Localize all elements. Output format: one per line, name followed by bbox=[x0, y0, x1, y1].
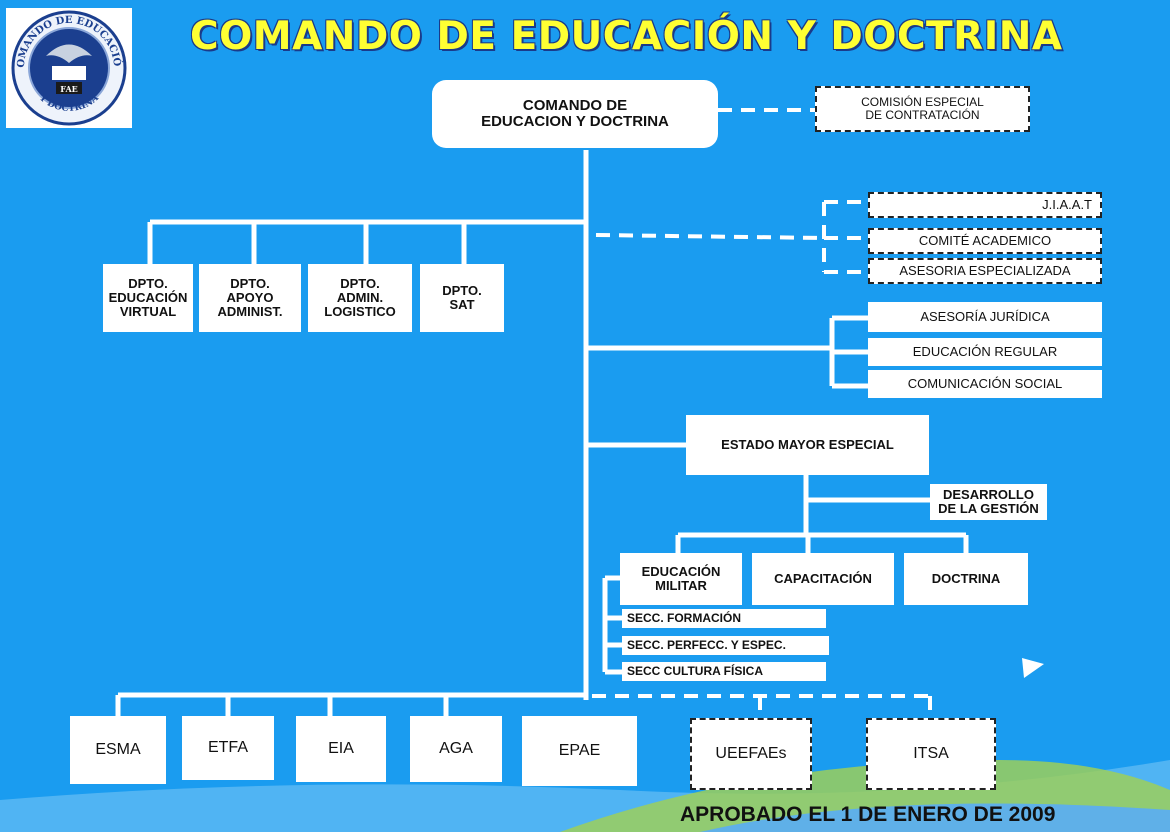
node-label: SECC. PERFECC. Y ESPEC. bbox=[627, 637, 786, 652]
node-estado-mayor: ESTADO MAYOR ESPECIAL bbox=[686, 415, 929, 475]
node-secc-perfecc: SECC. PERFECC. Y ESPEC. bbox=[622, 636, 829, 655]
node-aga: AGA bbox=[410, 716, 502, 782]
node-desarrollo-gestion: DESARROLLO DE LA GESTIÓN bbox=[930, 484, 1047, 520]
node-asesoria-juridica: ASESORÍA JURÍDICA bbox=[868, 302, 1102, 332]
node-label: DOCTRINA bbox=[931, 570, 1001, 586]
node-dpto-sat: DPTO. SAT bbox=[420, 264, 504, 332]
node-label: AGA bbox=[439, 740, 473, 758]
node-epae: EPAE bbox=[522, 716, 637, 786]
node-capacitacion: CAPACITACIÓN bbox=[752, 553, 894, 605]
node-label: COMUNICACIÓN SOCIAL bbox=[907, 375, 1063, 391]
node-label: DPTO. SAT bbox=[442, 282, 482, 312]
node-label: COMITÉ ACADEMICO bbox=[918, 232, 1052, 248]
page-title: COMANDO DE EDUCACIÓN Y DOCTRINA bbox=[190, 14, 1063, 59]
node-label: ESMA bbox=[95, 741, 141, 759]
node-asesoria-especializada: ASESORIA ESPECIALIZADA bbox=[868, 258, 1102, 284]
node-comando: COMANDO DE EDUCACION Y DOCTRINA bbox=[432, 80, 718, 148]
node-educacion-regular: EDUCACIÓN REGULAR bbox=[868, 338, 1102, 366]
node-label: SECC. FORMACIÓN bbox=[627, 610, 741, 625]
node-label: ASESORIA ESPECIALIZADA bbox=[899, 262, 1071, 278]
eagle-icon bbox=[46, 44, 92, 63]
node-secc-formacion: SECC. FORMACIÓN bbox=[622, 609, 826, 628]
node-eia: EIA bbox=[296, 716, 386, 782]
approval-footer: APROBADO EL 1 DE ENERO DE 2009 bbox=[680, 803, 1056, 826]
node-educacion-militar: EDUCACIÓN MILITAR bbox=[620, 553, 742, 605]
node-label: COMANDO DE EDUCACION Y DOCTRINA bbox=[481, 96, 669, 130]
node-label: SECC CULTURA FÍSICA bbox=[627, 663, 763, 678]
node-label: EDUCACIÓN MILITAR bbox=[641, 563, 721, 593]
node-label: ITSA bbox=[913, 745, 949, 763]
node-jiaat: J.I.A.A.T bbox=[868, 192, 1102, 218]
node-label: EDUCACIÓN REGULAR bbox=[912, 343, 1058, 359]
node-label: CAPACITACIÓN bbox=[774, 570, 872, 586]
node-esma: ESMA bbox=[70, 716, 166, 784]
node-itsa: ITSA bbox=[866, 718, 996, 790]
wave-blue bbox=[700, 803, 1170, 832]
svg-text:FAE: FAE bbox=[60, 84, 78, 94]
node-secc-cultura-fisica: SECC CULTURA FÍSICA bbox=[622, 662, 826, 681]
node-dpto-educacion-virtual: DPTO. EDUCACIÓN VIRTUAL bbox=[103, 264, 193, 332]
node-label: DESARROLLO DE LA GESTIÓN bbox=[938, 486, 1039, 516]
node-label: DPTO. ADMIN. LOGISTICO bbox=[324, 275, 396, 320]
node-label: DPTO. EDUCACIÓN VIRTUAL bbox=[108, 275, 188, 320]
node-label: COMISIÓN ESPECIAL DE CONTRATACIÓN bbox=[861, 94, 984, 122]
node-comision: COMISIÓN ESPECIAL DE CONTRATACIÓN bbox=[815, 86, 1030, 132]
node-label: DPTO. APOYO ADMINIST. bbox=[217, 275, 283, 320]
node-etfa: ETFA bbox=[182, 716, 274, 780]
node-label: ESTADO MAYOR ESPECIAL bbox=[721, 436, 894, 452]
arrow-icon bbox=[1022, 658, 1044, 678]
node-comite-academico: COMITÉ ACADEMICO bbox=[868, 228, 1102, 254]
node-comunicacion-social: COMUNICACIÓN SOCIAL bbox=[868, 370, 1102, 398]
connector-lines bbox=[115, 150, 969, 716]
node-label: EIA bbox=[328, 740, 354, 758]
node-dpto-apoyo-administ: DPTO. APOYO ADMINIST. bbox=[199, 264, 301, 332]
node-dpto-admin-logistico: DPTO. ADMIN. LOGISTICO bbox=[308, 264, 412, 332]
node-label: ASESORÍA JURÍDICA bbox=[920, 308, 1050, 324]
node-ueefaes: UEEFAEs bbox=[690, 718, 812, 790]
node-doctrina: DOCTRINA bbox=[904, 553, 1028, 605]
node-label: EPAE bbox=[558, 742, 601, 760]
node-label: J.I.A.A.T bbox=[1042, 196, 1092, 212]
node-label: UEEFAEs bbox=[715, 745, 787, 763]
node-label: ETFA bbox=[207, 739, 248, 757]
emblem-logo: FAE COMANDO DE EDUCACIÓN Y DOCTRINA bbox=[6, 8, 132, 128]
dashed-connectors bbox=[592, 108, 932, 718]
